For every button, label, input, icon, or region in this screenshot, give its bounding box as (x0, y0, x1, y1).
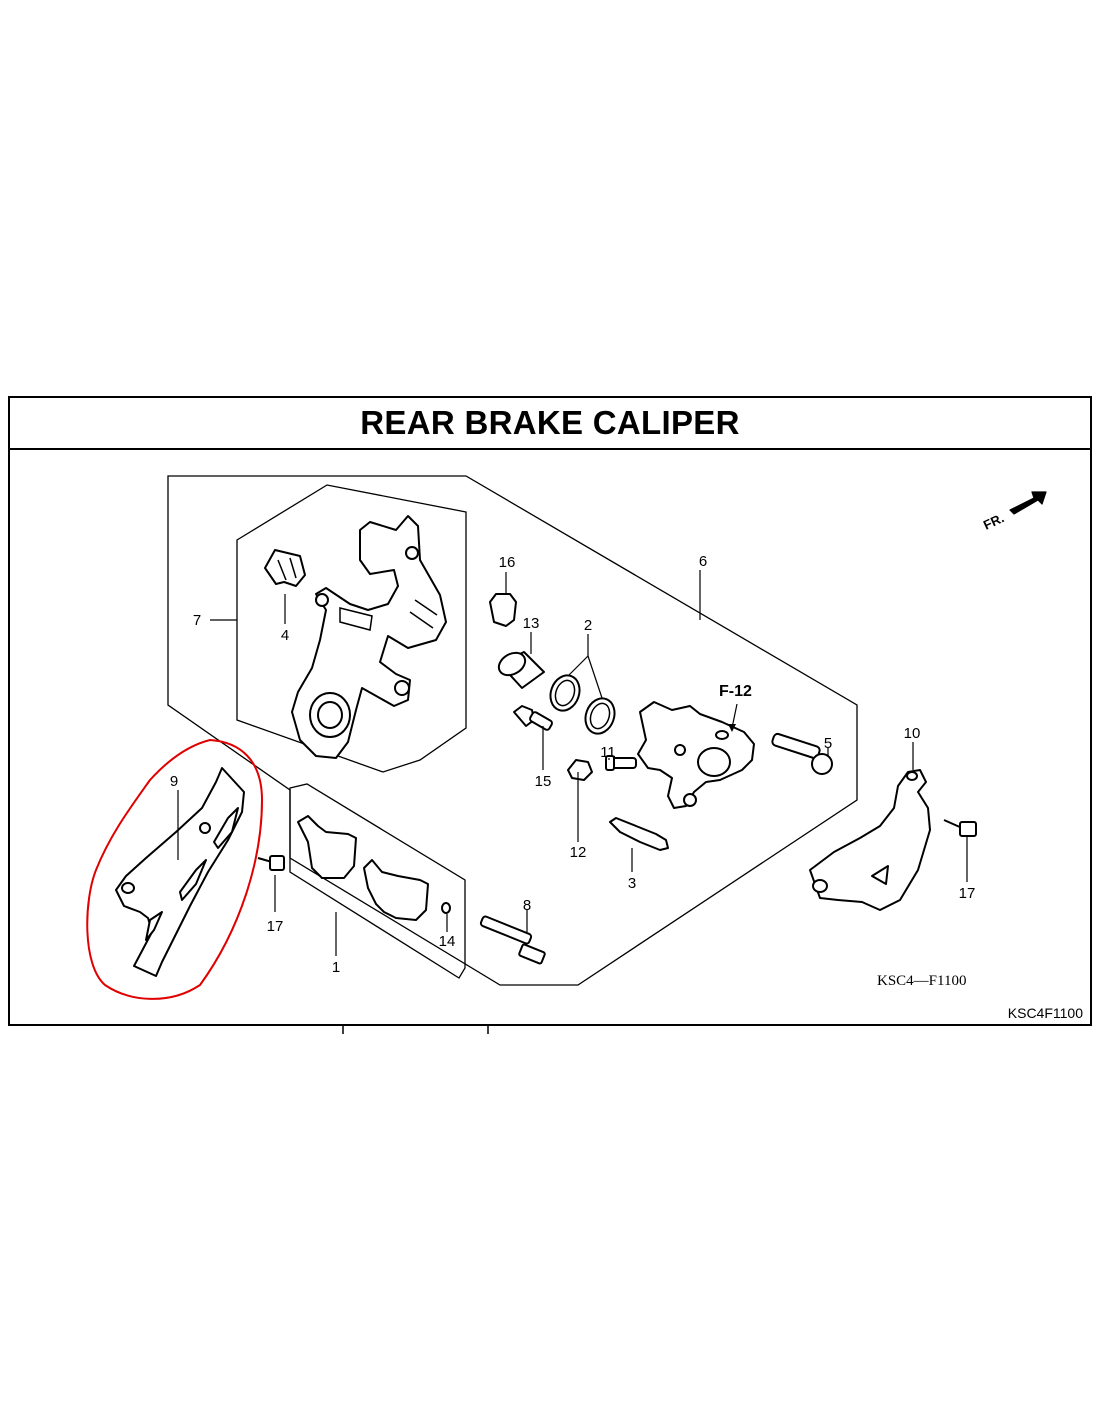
caliper-pin (771, 732, 833, 775)
callout-4: 4 (281, 627, 289, 644)
dust-seal (584, 697, 616, 735)
callout-8: 8 (523, 897, 531, 914)
callout-13: 13 (523, 615, 540, 632)
pad-spring (264, 549, 306, 587)
callout-2: 2 (584, 617, 592, 634)
drawing-code: KSC4—F1100 (877, 973, 966, 989)
leader-lines (177, 570, 968, 956)
front-arrow-icon (1009, 491, 1047, 515)
callout-10: 10 (904, 725, 921, 742)
front-direction-indicator: FR. (981, 491, 1047, 533)
callout-1: 1 (332, 959, 340, 976)
page-title: REAR BRAKE CALIPER (360, 404, 740, 441)
retaining-clip (441, 902, 451, 914)
callout-14: 14 (439, 933, 456, 950)
caliper-body (637, 701, 755, 809)
bottom-strip (8, 1024, 1092, 1034)
brake-pad-2 (363, 859, 429, 921)
piston-seal (549, 674, 581, 712)
callout-17-right: 17 (959, 885, 976, 902)
reference-arrow-icon (728, 724, 736, 732)
flange-bolt-left (257, 855, 285, 871)
pad-pin (479, 915, 546, 965)
brake-pad-set-frame (289, 783, 466, 979)
callout-6: 6 (699, 553, 707, 570)
pin-bolt (513, 705, 553, 731)
title-bar: REAR BRAKE CALIPER (10, 398, 1090, 450)
front-indicator-label: FR. (981, 510, 1006, 532)
figure-id: KSC4F1100 (1008, 1005, 1083, 1021)
callout-16: 16 (499, 554, 516, 571)
bleeder-screw-cap (567, 759, 593, 781)
caliper-assembly-frame (167, 475, 858, 986)
bleeder-valve (605, 755, 637, 771)
highlight-circle (86, 738, 264, 1000)
caliper-piston (497, 651, 545, 689)
callout-17-left: 17 (267, 918, 284, 935)
callout-9: 9 (170, 773, 178, 790)
bracket-assembly-frame (236, 484, 467, 773)
brake-pad-1 (297, 815, 357, 879)
callout-15: 15 (535, 773, 552, 790)
bleeder-cap (489, 593, 517, 627)
reference-label: F-12 (719, 683, 752, 700)
callout-5: 5 (824, 735, 832, 752)
flange-bolt-right (943, 819, 977, 837)
caliper-guard (809, 769, 931, 911)
callout-12: 12 (570, 844, 587, 861)
caliper-bracket (291, 515, 447, 759)
callout-7: 7 (193, 612, 201, 629)
pad-retainer (609, 817, 669, 851)
callout-11: 11 (600, 744, 616, 761)
callout-3: 3 (628, 875, 636, 892)
disc-guard (115, 767, 245, 977)
callouts: 1 2 3 4 5 6 7 8 9 10 11 12 13 14 15 16 1… (170, 553, 976, 976)
